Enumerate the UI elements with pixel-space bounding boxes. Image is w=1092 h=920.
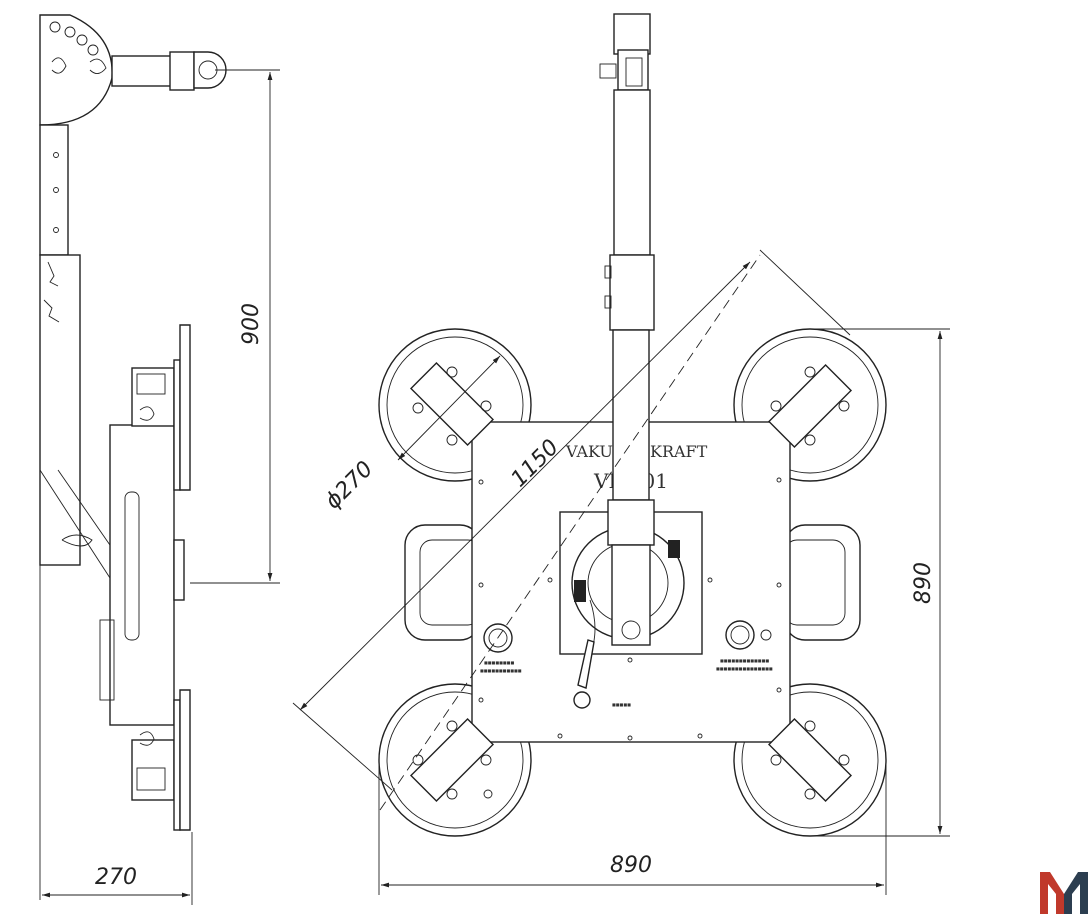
brand-logo <box>1040 872 1088 914</box>
brand-name-part2: KRAFT <box>650 442 708 461</box>
front-view: VAKU KRAFT VK 301 ■■■■■ ■■■■■■■■ ■■■■■■■… <box>292 13 950 895</box>
side-view: 900 270 <box>39 14 280 905</box>
svg-text:■■■■■■■■■■■: ■■■■■■■■■■■ <box>480 668 522 673</box>
svg-text:■■■■■: ■■■■■ <box>612 702 631 707</box>
front-height-dimension: 890 <box>911 562 936 604</box>
brand-name-part1: VAKU <box>565 442 613 461</box>
svg-text:■■■■■■■■■■■■■: ■■■■■■■■■■■■■ <box>720 658 769 663</box>
side-height-dimension: 900 <box>239 303 264 345</box>
svg-text:■■■■■■■■■■■■■■■: ■■■■■■■■■■■■■■■ <box>716 666 773 671</box>
front-width-dimension: 890 <box>610 853 652 878</box>
cup-diameter-dimension: ϕ270 <box>321 457 379 515</box>
svg-text:■■■■■■■■: ■■■■■■■■ <box>484 660 514 665</box>
side-depth-dimension: 270 <box>95 865 137 890</box>
